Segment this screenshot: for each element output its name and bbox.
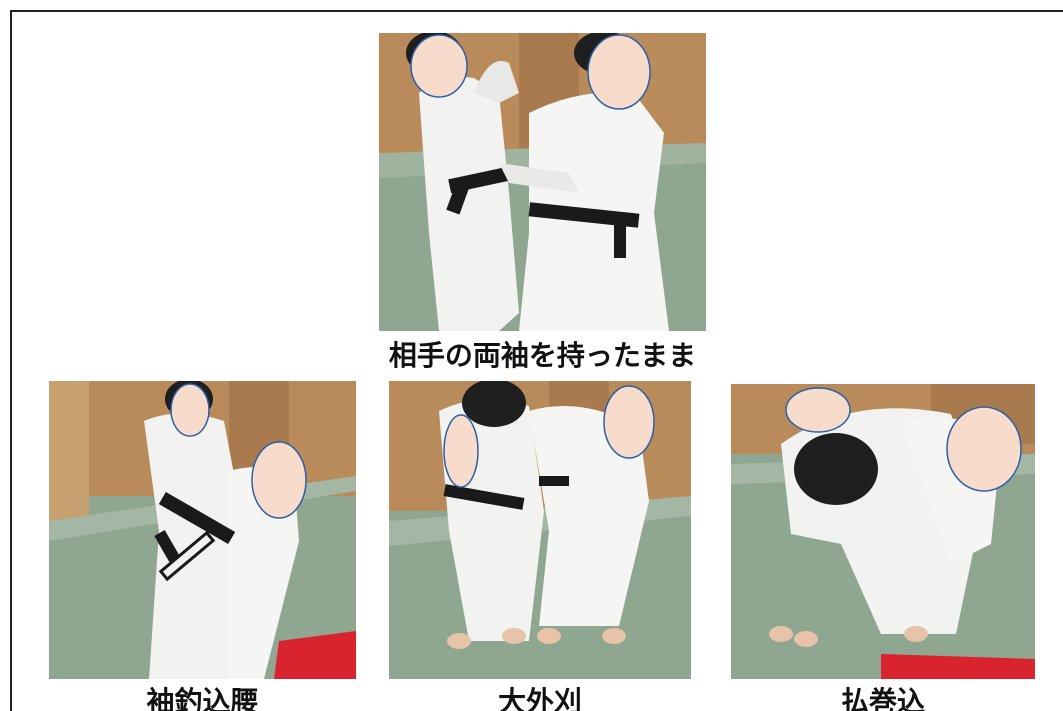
caption-top: 相手の両袖を持ったまま [388,339,697,372]
caption-left: 袖釣込腰 [146,685,259,711]
face-mask-icon [170,383,210,437]
face-mask-icon [587,34,651,110]
caption-right: 払巻込 [840,685,925,711]
face-mask-icon [603,385,655,459]
face-mask-icon [410,34,468,98]
face-mask-icon [251,441,307,519]
face-mask-icon [443,414,479,488]
photo-both-sleeves-grip [379,33,706,331]
face-mask-icon [785,387,851,433]
photo-sode-tsurikomi-goshi [49,381,356,679]
document-frame [10,10,1063,711]
photo-osoto-gari [389,381,691,679]
face-mask-icon [946,406,1022,492]
caption-middle: 大外刈 [497,685,582,711]
photo-harai-makikomi [731,384,1035,679]
